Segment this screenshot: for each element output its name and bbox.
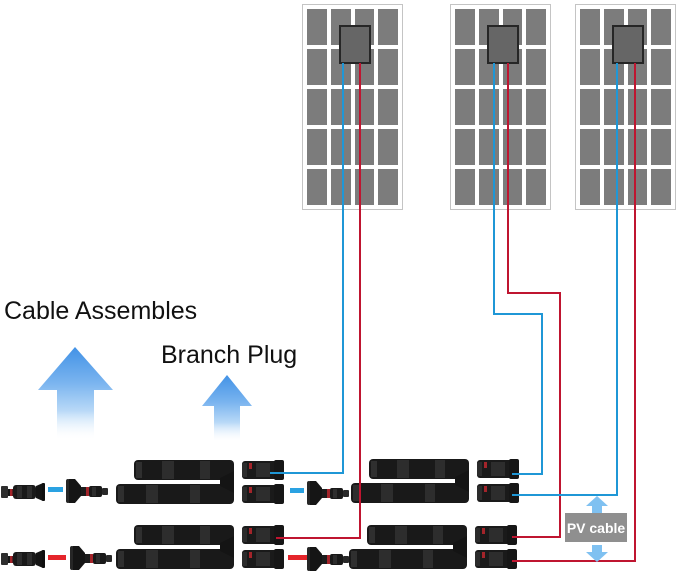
solar-cell	[526, 129, 546, 165]
solar-cell	[330, 129, 351, 165]
solar-cell	[651, 49, 671, 85]
y-branch-assembly-left-positive	[116, 525, 284, 569]
junction-box-1	[339, 25, 371, 64]
wire-panel3-negative	[512, 63, 618, 496]
solar-cell	[526, 89, 546, 125]
cable-assembles-up-arrow-icon	[38, 347, 113, 438]
solar-cell	[378, 49, 398, 85]
solar-cell	[307, 89, 327, 125]
solar-cell	[627, 169, 648, 205]
branch-plug-up-arrow-icon	[202, 375, 252, 440]
solar-cell	[526, 49, 546, 85]
y-branch-assembly-right-negative	[351, 459, 519, 503]
solar-cell	[580, 89, 600, 125]
solar-cell	[307, 49, 327, 85]
pv-cable-up-arrow-icon	[586, 496, 608, 513]
solar-cell	[580, 129, 600, 165]
y-branch-assembly-left-negative	[116, 460, 284, 504]
solar-cell	[526, 9, 546, 45]
socket-connector-negative	[66, 479, 108, 503]
solar-cell	[627, 129, 648, 165]
branch-plug-label: Branch Plug	[161, 341, 298, 369]
solar-cell	[455, 129, 475, 165]
socket-connector-mid-negative	[307, 481, 349, 505]
wire-panel3-positive	[512, 63, 636, 562]
solar-cell	[307, 129, 327, 165]
wire-panel1-positive	[276, 63, 361, 539]
solar-cell	[330, 89, 351, 125]
solar-cell	[330, 169, 351, 205]
coupler-dash-positive-left	[48, 555, 66, 560]
solar-panel-1	[302, 4, 403, 210]
socket-connector-positive	[70, 546, 112, 570]
solar-cell	[580, 49, 600, 85]
junction-box-3	[612, 25, 644, 64]
solar-panel-2	[450, 4, 551, 210]
solar-cell	[651, 9, 671, 45]
junction-box-2	[487, 25, 519, 64]
solar-cell	[651, 89, 671, 125]
wire-panel2-negative	[493, 63, 543, 475]
solar-cell	[580, 9, 600, 45]
solar-cell	[603, 89, 624, 125]
solar-cell	[580, 169, 600, 205]
wire-panel1-negative	[270, 63, 344, 474]
solar-cell	[455, 9, 475, 45]
solar-cell	[307, 9, 327, 45]
solar-cell	[378, 169, 398, 205]
plug-connector-positive	[1, 550, 45, 568]
cable-assembles-label: Cable Assembles	[4, 297, 198, 325]
y-branch-assembly-right-positive	[349, 525, 517, 569]
solar-cell	[455, 169, 475, 205]
solar-cell	[455, 89, 475, 125]
socket-connector-mid-positive	[307, 547, 349, 571]
solar-cell	[307, 169, 327, 205]
coupler-dash-positive-mid	[288, 555, 307, 560]
solar-cell	[651, 169, 671, 205]
solar-cell	[603, 129, 624, 165]
plug-connector-negative	[1, 483, 45, 501]
pv-cable-label: PV cable	[565, 513, 627, 542]
coupler-dash-negative-left	[48, 487, 63, 492]
solar-cell	[651, 129, 671, 165]
solar-cell	[627, 89, 648, 125]
solar-panel-3	[575, 4, 676, 210]
solar-cell	[455, 49, 475, 85]
solar-cell	[378, 89, 398, 125]
solar-cell	[526, 169, 546, 205]
solar-cell	[603, 169, 624, 205]
coupler-dash-negative-mid	[290, 488, 304, 493]
pv-cable-down-arrow-icon	[586, 545, 608, 562]
wire-panel2-positive	[507, 63, 561, 538]
solar-cell	[378, 9, 398, 45]
solar-cell	[378, 129, 398, 165]
